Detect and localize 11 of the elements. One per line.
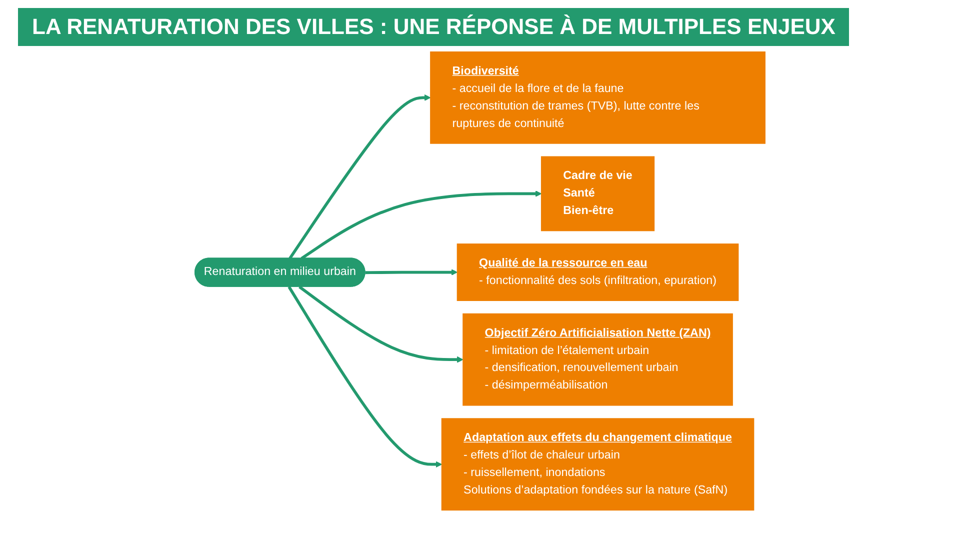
arrow	[298, 286, 464, 363]
arrow	[288, 94, 431, 260]
node-box: Qualité de la ressource en eau - fonctionnalité des sols (infiltration, epuration)	[456, 244, 739, 301]
arrow	[365, 269, 458, 276]
node-box: Cadre de vie Santé Bien-être	[540, 156, 655, 232]
node-box: Adaptation aux effets du changement climatique - effets d’îlot de chaleur urbain - ruissellement, inondations Solutions d’adaptation fondées sur la nature (SafN)	[441, 418, 754, 511]
arrow	[300, 190, 542, 260]
arrow	[288, 286, 442, 468]
node-box: Biodiversité - accueil de la flore et de la faune - reconstitution de trames (TVB), lutte contre les ruptures de continuité	[430, 51, 766, 144]
title-banner: LA RENATURATION DES VILLES : UNE RÉPONSE À DE MULTIPLES ENJEUX	[18, 8, 850, 46]
node-box: Objectif Zéro Artificialisation Nette (ZAN) - limitation de l’étalement urbain - densification, renouvellement urbain - désimperméabilisation	[462, 313, 733, 406]
